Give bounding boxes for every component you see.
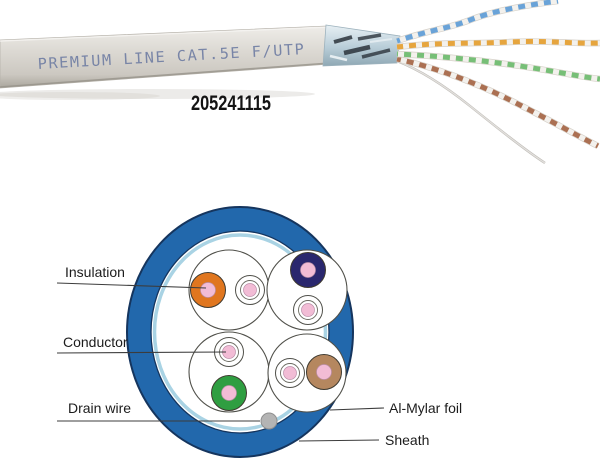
label-drain-wire: Drain wire bbox=[68, 400, 131, 416]
label-conductor: Conductor bbox=[63, 334, 128, 350]
cable-shadow bbox=[0, 89, 315, 99]
cable-shadow bbox=[0, 92, 160, 100]
conductor-core bbox=[300, 262, 316, 278]
label-insulation: Insulation bbox=[65, 264, 125, 280]
conductor-core bbox=[301, 303, 315, 317]
drain-wire-photo bbox=[396, 60, 546, 164]
conductor-core bbox=[221, 385, 237, 401]
cross-section-diagram bbox=[126, 206, 354, 458]
foil-wrap bbox=[322, 24, 401, 67]
jacket-lower-shade bbox=[0, 62, 331, 88]
conductor-core bbox=[316, 364, 332, 380]
foil-body bbox=[322, 24, 401, 67]
conductor-core bbox=[200, 282, 216, 298]
foil-glint-light bbox=[369, 38, 393, 43]
brown-pair-wire bbox=[396, 55, 600, 149]
label-sheath: Sheath bbox=[385, 432, 429, 448]
part-number: 205241115 bbox=[191, 92, 271, 115]
foil-glint bbox=[361, 48, 391, 59]
leader-line-conductor bbox=[56, 351, 227, 354]
diagram-labels: Insulation Conductor Drain wire Al-Mylar… bbox=[56, 264, 462, 448]
green-pair-wire bbox=[396, 50, 600, 83]
leader-line-al-mylar-foil bbox=[329, 407, 385, 411]
label-al-mylar-foil: Al-Mylar foil bbox=[389, 400, 462, 416]
drain-wire-dot bbox=[260, 412, 278, 430]
foil-glint bbox=[357, 33, 382, 41]
leader-line-insulation bbox=[56, 282, 207, 289]
al-mylar-foil-ring bbox=[152, 233, 328, 431]
conductor-core bbox=[283, 366, 297, 380]
orange-pair-wire bbox=[396, 38, 600, 51]
blue-pair-wire bbox=[395, 0, 559, 45]
foil-glint-light bbox=[329, 54, 348, 62]
foil-glint bbox=[333, 35, 353, 44]
foil-glint bbox=[343, 44, 371, 56]
wire-pair-circle bbox=[266, 249, 348, 331]
conductor-core bbox=[243, 283, 257, 297]
jacket-highlight bbox=[0, 26, 329, 42]
cable-photo: PREMIUM LINE CAT.5E F/UTP bbox=[0, 0, 600, 165]
leader-line-sheath bbox=[298, 439, 380, 442]
